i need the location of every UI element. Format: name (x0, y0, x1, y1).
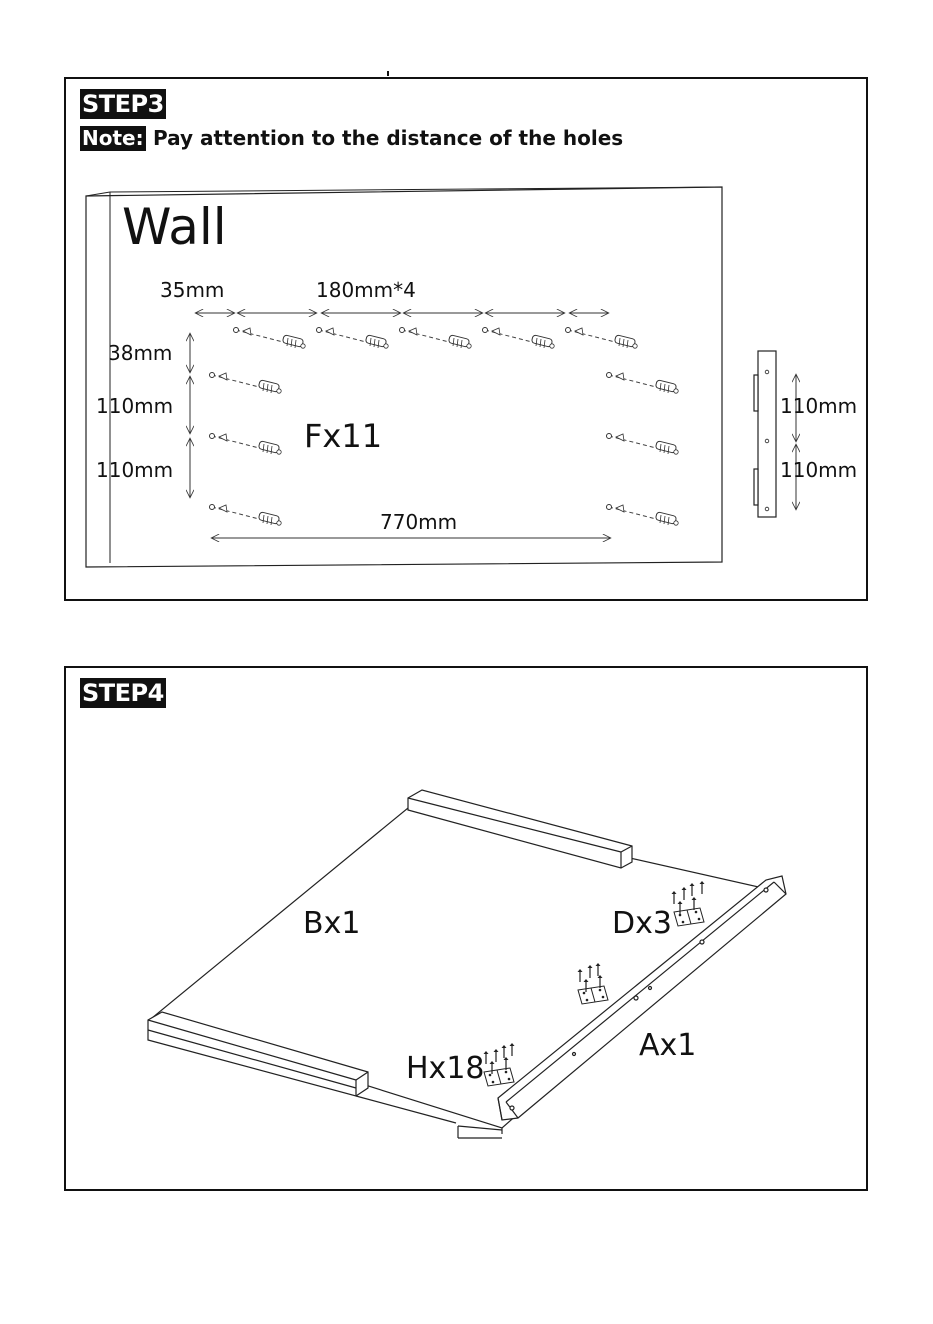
side-dim-110mm-upper: 110mm (780, 394, 857, 418)
part-bx1-label: Bx1 (303, 906, 360, 941)
side-dim-110mm-lower: 110mm (780, 458, 857, 482)
dim-110mm-lower: 110mm (96, 458, 173, 482)
page-tick-mark (387, 71, 389, 76)
part-dx3-label: Dx3 (612, 906, 672, 941)
step4-panel: STEP4 (64, 666, 868, 1191)
dim-110mm-upper: 110mm (96, 394, 173, 418)
side-rail-view (754, 351, 776, 517)
step4-illustration: Bx1 Dx3 Hx18 Ax1 (66, 668, 870, 1193)
dim-180mm: 180mm*4 (316, 278, 416, 302)
wall-label: Wall (122, 198, 227, 256)
part-hx18-label: Hx18 (406, 1051, 485, 1086)
part-ax1-label: Ax1 (639, 1028, 696, 1063)
part-fx11-label: Fx11 (304, 417, 382, 455)
dim-770mm: 770mm (380, 510, 457, 534)
dim-38mm: 38mm (108, 341, 172, 365)
dim-35mm: 35mm (160, 278, 224, 302)
step3-illustration: Wall 35mm 180mm*4 38mm 110mm 110mm (66, 79, 870, 603)
step3-panel: STEP3 Note: Pay attention to the distanc… (64, 77, 868, 601)
